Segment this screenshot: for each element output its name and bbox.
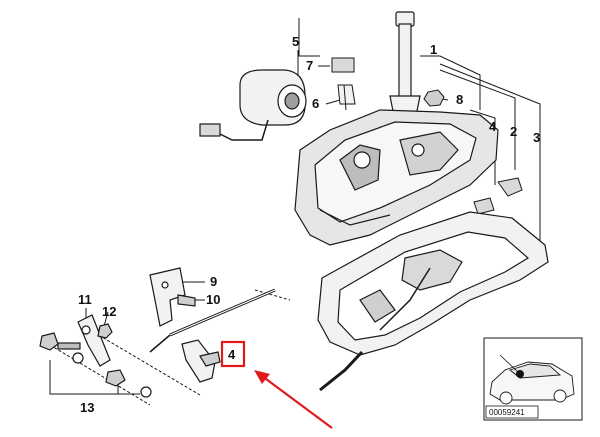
- callout-9: 9: [210, 274, 217, 289]
- callout-3: 3: [533, 130, 540, 145]
- callout-7: 7: [306, 58, 313, 73]
- highlight-arrow: [254, 370, 333, 429]
- connector-parts: [331, 57, 356, 111]
- callout-4-boxed: 4: [228, 347, 236, 362]
- callout-4: 4: [489, 119, 497, 134]
- base-plate: [317, 211, 549, 356]
- callout-13: 13: [80, 400, 94, 415]
- lever-arm-parts: [39, 314, 152, 398]
- callout-1: 1: [430, 42, 437, 57]
- callout-2: 2: [510, 124, 517, 139]
- shifter-housing: [294, 109, 499, 246]
- callout-11: 11: [78, 292, 92, 307]
- callout-5: 5: [292, 34, 299, 49]
- callout-6: 6: [312, 96, 319, 111]
- cable-bracket: [149, 267, 196, 327]
- clip-parts: [473, 177, 523, 215]
- shift-lever-rod: [389, 11, 421, 117]
- callout-8: 8: [456, 92, 463, 107]
- leader-lines: [49, 18, 541, 406]
- inset-ref-code: 00059241: [489, 408, 525, 417]
- inset-car-diagram: 00059241: [483, 337, 583, 421]
- highlight-box: [220, 340, 246, 368]
- callout-10: 10: [206, 292, 220, 307]
- selector-plate-part: [181, 339, 221, 383]
- nut-part: [423, 89, 445, 107]
- shift-cable: [149, 288, 364, 392]
- callout-12: 12: [102, 304, 116, 319]
- solenoid-part: [199, 69, 307, 141]
